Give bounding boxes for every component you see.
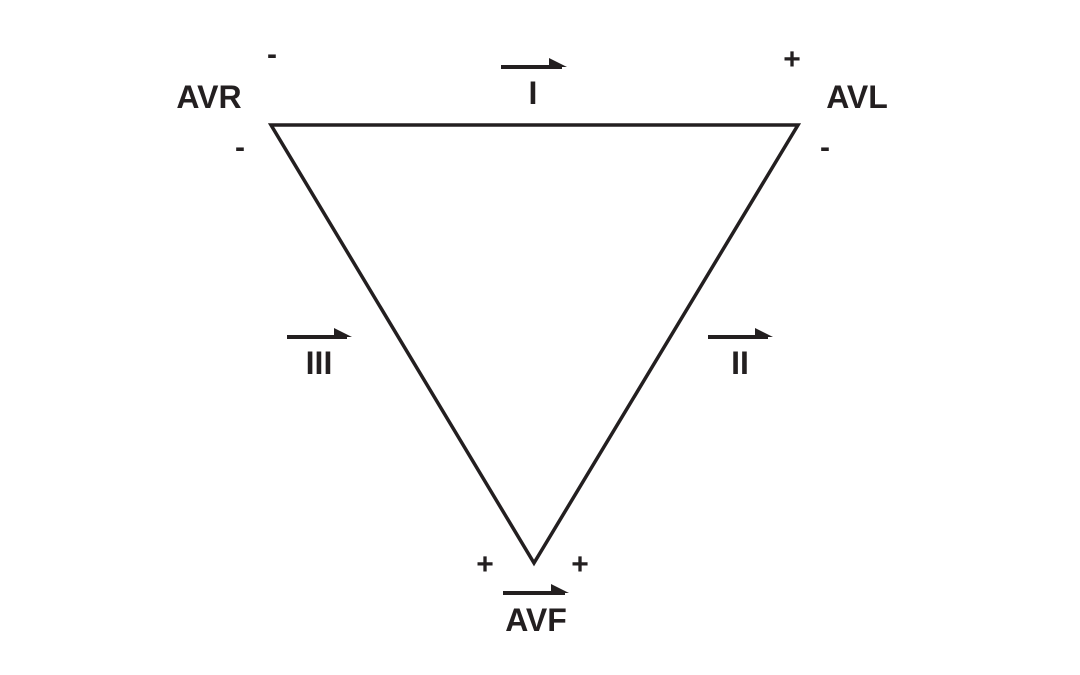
- avf-arrow: [503, 584, 569, 595]
- avl-label: AVL: [826, 79, 888, 115]
- avr-label: AVR: [176, 79, 241, 115]
- avf-right-sign: +: [571, 548, 589, 581]
- avf-label: AVF: [505, 602, 567, 638]
- lead-ii-arrow: [708, 328, 773, 339]
- avr-left-sign: -: [235, 131, 245, 164]
- lead-iii-arrow: [287, 328, 352, 339]
- einthoven-triangle: [267, 123, 802, 567]
- lead-i-arrow: [501, 58, 567, 69]
- avl-top-sign: +: [783, 43, 801, 76]
- avf-left-sign: +: [476, 548, 494, 581]
- lead-i-label: I: [529, 75, 538, 111]
- lead-ii-label: II: [731, 345, 749, 381]
- avl-right-sign: -: [820, 131, 830, 164]
- avr-top-sign: -: [267, 38, 277, 71]
- lead-iii-label: III: [306, 345, 333, 381]
